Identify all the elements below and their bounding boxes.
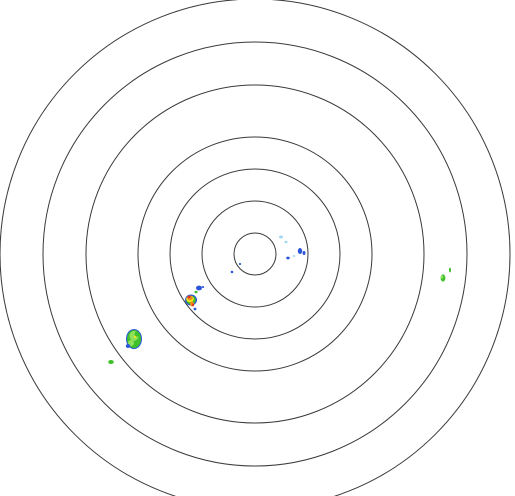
echo-cell xyxy=(302,251,306,255)
range-ring-4 xyxy=(137,136,373,372)
precipitation-echoes xyxy=(108,235,451,364)
echo-cell xyxy=(108,360,114,364)
echo-cell xyxy=(128,340,134,346)
echo-cell xyxy=(196,285,202,291)
echo-cell xyxy=(201,286,205,288)
echo-cell xyxy=(297,248,303,254)
echo-cell xyxy=(193,307,197,311)
echo-cell xyxy=(133,335,137,339)
echo-cell xyxy=(284,240,288,244)
echo-cell xyxy=(192,303,194,307)
range-ring-3 xyxy=(169,168,341,340)
echo-cell xyxy=(134,331,140,337)
range-ring-1 xyxy=(233,232,277,276)
echo-cell xyxy=(279,235,283,239)
echo-cell xyxy=(440,275,444,279)
echo-cell xyxy=(187,295,191,299)
echo-cell xyxy=(238,263,242,265)
range-ring-6 xyxy=(42,41,468,467)
echo-cell xyxy=(230,270,234,274)
range-ring-2 xyxy=(201,200,309,308)
echo-cell xyxy=(286,256,290,260)
echo-cell xyxy=(449,267,451,273)
echo-cell xyxy=(194,290,198,294)
echo-cell xyxy=(292,255,296,257)
range-ring-5 xyxy=(85,84,425,424)
echo-cell xyxy=(125,344,131,348)
